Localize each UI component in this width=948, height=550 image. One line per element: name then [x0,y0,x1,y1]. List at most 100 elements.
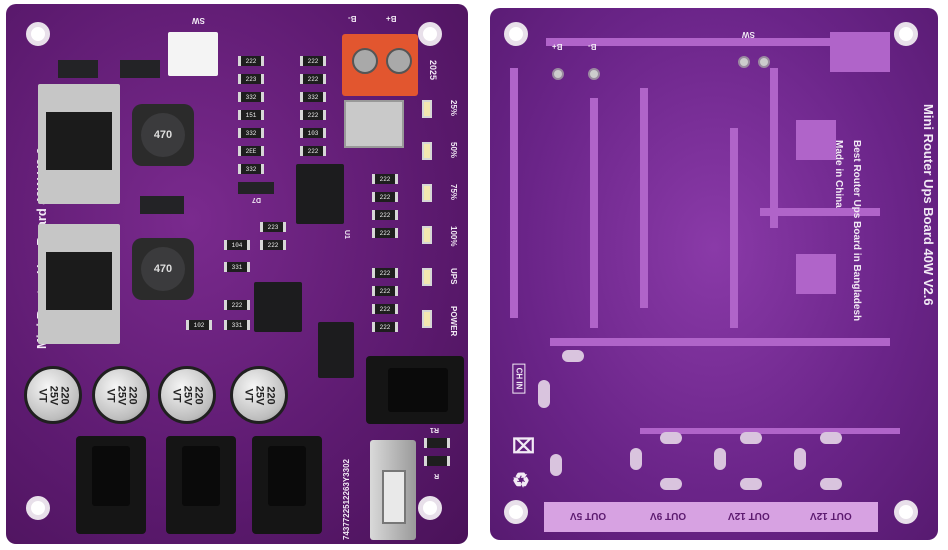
dc-jack [166,436,236,534]
inductor: 470 [132,104,194,166]
resistor: 332 [238,128,264,138]
resistor: 222 [300,146,326,156]
bplus-label: B+ [386,14,397,23]
sw-connector [168,32,218,76]
resistor: 222 [260,240,286,250]
resistor: 332 [238,92,264,102]
led-ups [422,268,432,286]
led-100 [422,226,432,244]
resistor: 222 [372,322,398,332]
via [552,68,564,80]
mounting-hole [894,500,918,524]
solder-pad [820,432,842,444]
fuse-block [344,100,404,148]
via [588,68,600,80]
back-sw-label: SW [742,30,755,39]
transistor-array [318,322,354,378]
back-subtitle-2: Made in China [833,140,844,208]
solder-pad [794,448,806,470]
capacitor: 220 25V VT [230,366,288,424]
trace [590,98,598,328]
resistor: 223 [260,222,286,232]
trace-pad [796,254,836,294]
front-board: Mini Router Ups Board 40W V2.6 SW B- B+ … [6,4,468,544]
resistor: 223 [238,74,264,84]
ic-u1 [296,164,344,224]
battery-terminal [342,34,418,96]
resistor: 222 [372,192,398,202]
dc-jack [252,436,322,534]
resistor: 222 [372,228,398,238]
capacitor: 220 25V VT [24,366,82,424]
trace [546,38,846,46]
trace [550,338,890,346]
led-label: 25% [449,100,458,117]
resistor: 222 [372,174,398,184]
resistor [424,438,450,448]
led-label: 50% [449,142,458,159]
mounting-hole [894,22,918,46]
resistor: 222 [238,56,264,66]
dc-input-jack [366,356,464,424]
out-label-strip [544,502,878,532]
resistor: 331 [224,320,250,330]
resistor: 332 [238,164,264,174]
out-label: OUT 9V [650,510,687,521]
resistor: 222 [372,286,398,296]
solder-pad [550,454,562,476]
smd-diode-d7 [238,182,274,194]
resistor: 331 [224,262,250,272]
back-subtitle-1: Best Router Ups Board in Bangladesh [851,140,862,322]
solder-pad [740,432,762,444]
resistor: 102 [186,320,212,330]
inductor: 470 [132,238,194,300]
dc-jack [76,436,146,534]
regulator-heatsink [38,224,120,344]
resistor: 222 [300,74,326,84]
solder-pad [538,380,550,408]
resistor: 222 [372,210,398,220]
out-label: OUT 12V [728,510,770,521]
solder-pad [714,448,726,470]
trace [640,88,648,308]
resistor: 332 [300,92,326,102]
resistor: 222 [300,110,326,120]
usb-port [370,440,416,540]
resistor: 222 [372,304,398,314]
led-label: POWER [449,306,458,337]
out-label: OUT 5V [570,510,607,521]
solder-pad [820,478,842,490]
mounting-hole [418,22,442,46]
mounting-hole [418,496,442,520]
led-power [422,310,432,328]
led-label: 100% [449,226,458,247]
mounting-hole [504,500,528,524]
ch-in-label: CH IN [512,363,526,394]
trace [510,68,518,318]
capacitor: 220 25V VT [158,366,216,424]
mounting-hole [504,22,528,46]
regulator-heatsink [38,84,120,204]
led-label: UPS [449,268,458,285]
resistor: 104 [224,240,250,250]
solder-pad [630,448,642,470]
back-bplus-label: B+ [552,42,563,51]
resistor [424,456,450,466]
smd-diode [140,196,184,214]
led-25 [422,100,432,118]
resistor: 2EE [238,146,264,156]
smd-diode [120,60,160,78]
resistor: 222 [224,300,250,310]
trace-pad [830,32,890,72]
back-title: Mini Router Ups Board 40W V2.6 [921,104,936,306]
solder-pad [660,478,682,490]
via [738,56,750,68]
trace [770,68,778,228]
trace-pad [796,120,836,160]
trace [760,208,880,216]
out-label: OUT 12V [810,510,852,521]
via [758,56,770,68]
r1-label: R1 [430,426,439,433]
led-label: 75% [449,184,458,201]
led-75 [422,184,432,202]
